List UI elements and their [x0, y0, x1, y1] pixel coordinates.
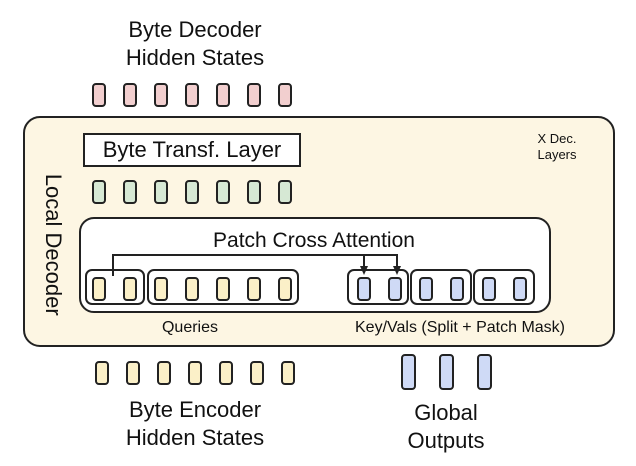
- bottom-right-label: Global Outputs: [386, 399, 506, 454]
- bottom-left-label-line1: Byte Encoder: [128, 397, 262, 422]
- keyval-cell: [419, 277, 433, 301]
- encoder-hidden-state: [157, 361, 171, 385]
- layer-output-state: [154, 180, 168, 204]
- keyval-cell: [513, 277, 527, 301]
- byte-transformer-layer-box: [83, 133, 301, 167]
- decoder-hidden-state: [123, 83, 137, 107]
- query-cell: [154, 277, 168, 301]
- keyval-cell: [388, 277, 402, 301]
- global-output: [477, 354, 492, 390]
- top-label-line1: Byte Decoder: [128, 17, 262, 42]
- bottom-left-label-line2: Hidden States: [125, 424, 265, 450]
- queries-label: Queries: [161, 319, 219, 336]
- bottom-left-label: Byte Encoder Hidden States: [95, 396, 295, 451]
- bottom-right-label-line2: Outputs: [407, 427, 485, 453]
- encoder-hidden-state: [188, 361, 202, 385]
- decoder-hidden-state: [247, 83, 261, 107]
- top-label: Byte Decoder Hidden States: [95, 16, 295, 71]
- keyval-cell: [357, 277, 371, 301]
- query-cell: [185, 277, 199, 301]
- query-cell: [92, 277, 106, 301]
- repeat-count-label: X Dec. Layers: [522, 131, 592, 164]
- arrowhead-2: [393, 266, 401, 275]
- keyvals-label: Key/Vals (Split + Patch Mask): [355, 319, 565, 336]
- repeat-count-line2: Layers: [537, 147, 577, 163]
- query-cell: [278, 277, 292, 301]
- layer-output-state: [123, 180, 137, 204]
- repeat-count-line1: X Dec.: [537, 131, 577, 146]
- query-group-frame-1: [85, 269, 145, 305]
- encoder-hidden-state: [219, 361, 233, 385]
- layer-output-state: [92, 180, 106, 204]
- query-cell: [123, 277, 137, 301]
- decoder-hidden-state: [216, 83, 230, 107]
- encoder-hidden-state: [250, 361, 264, 385]
- layer-output-state: [247, 180, 261, 204]
- keyval-group-frame-3: [473, 269, 535, 305]
- local-decoder-label: Local Decoder: [40, 173, 66, 316]
- global-output: [401, 354, 416, 390]
- arrowhead-1: [360, 266, 368, 275]
- layer-output-state: [185, 180, 199, 204]
- decoder-hidden-state: [278, 83, 292, 107]
- global-output: [439, 354, 454, 390]
- decoder-hidden-state: [154, 83, 168, 107]
- encoder-hidden-state: [126, 361, 140, 385]
- query-cell: [216, 277, 230, 301]
- decoder-hidden-state: [185, 83, 199, 107]
- query-group-frame-2: [147, 269, 299, 305]
- keyval-cell: [450, 277, 464, 301]
- patch-cross-attention-title: Patch Cross Attention: [213, 229, 415, 252]
- encoder-hidden-state: [95, 361, 109, 385]
- decoder-hidden-state: [92, 83, 106, 107]
- keyval-group-frame-1: [347, 269, 409, 305]
- layer-output-state: [216, 180, 230, 204]
- encoder-hidden-state: [281, 361, 295, 385]
- bottom-right-label-line1: Global: [414, 400, 478, 425]
- query-cell: [247, 277, 261, 301]
- byte-transformer-layer-label: Byte Transf. Layer: [102, 137, 282, 162]
- keyval-cell: [482, 277, 496, 301]
- keyval-group-frame-2: [410, 269, 472, 305]
- layer-output-state: [278, 180, 292, 204]
- top-label-line2: Hidden States: [125, 44, 265, 70]
